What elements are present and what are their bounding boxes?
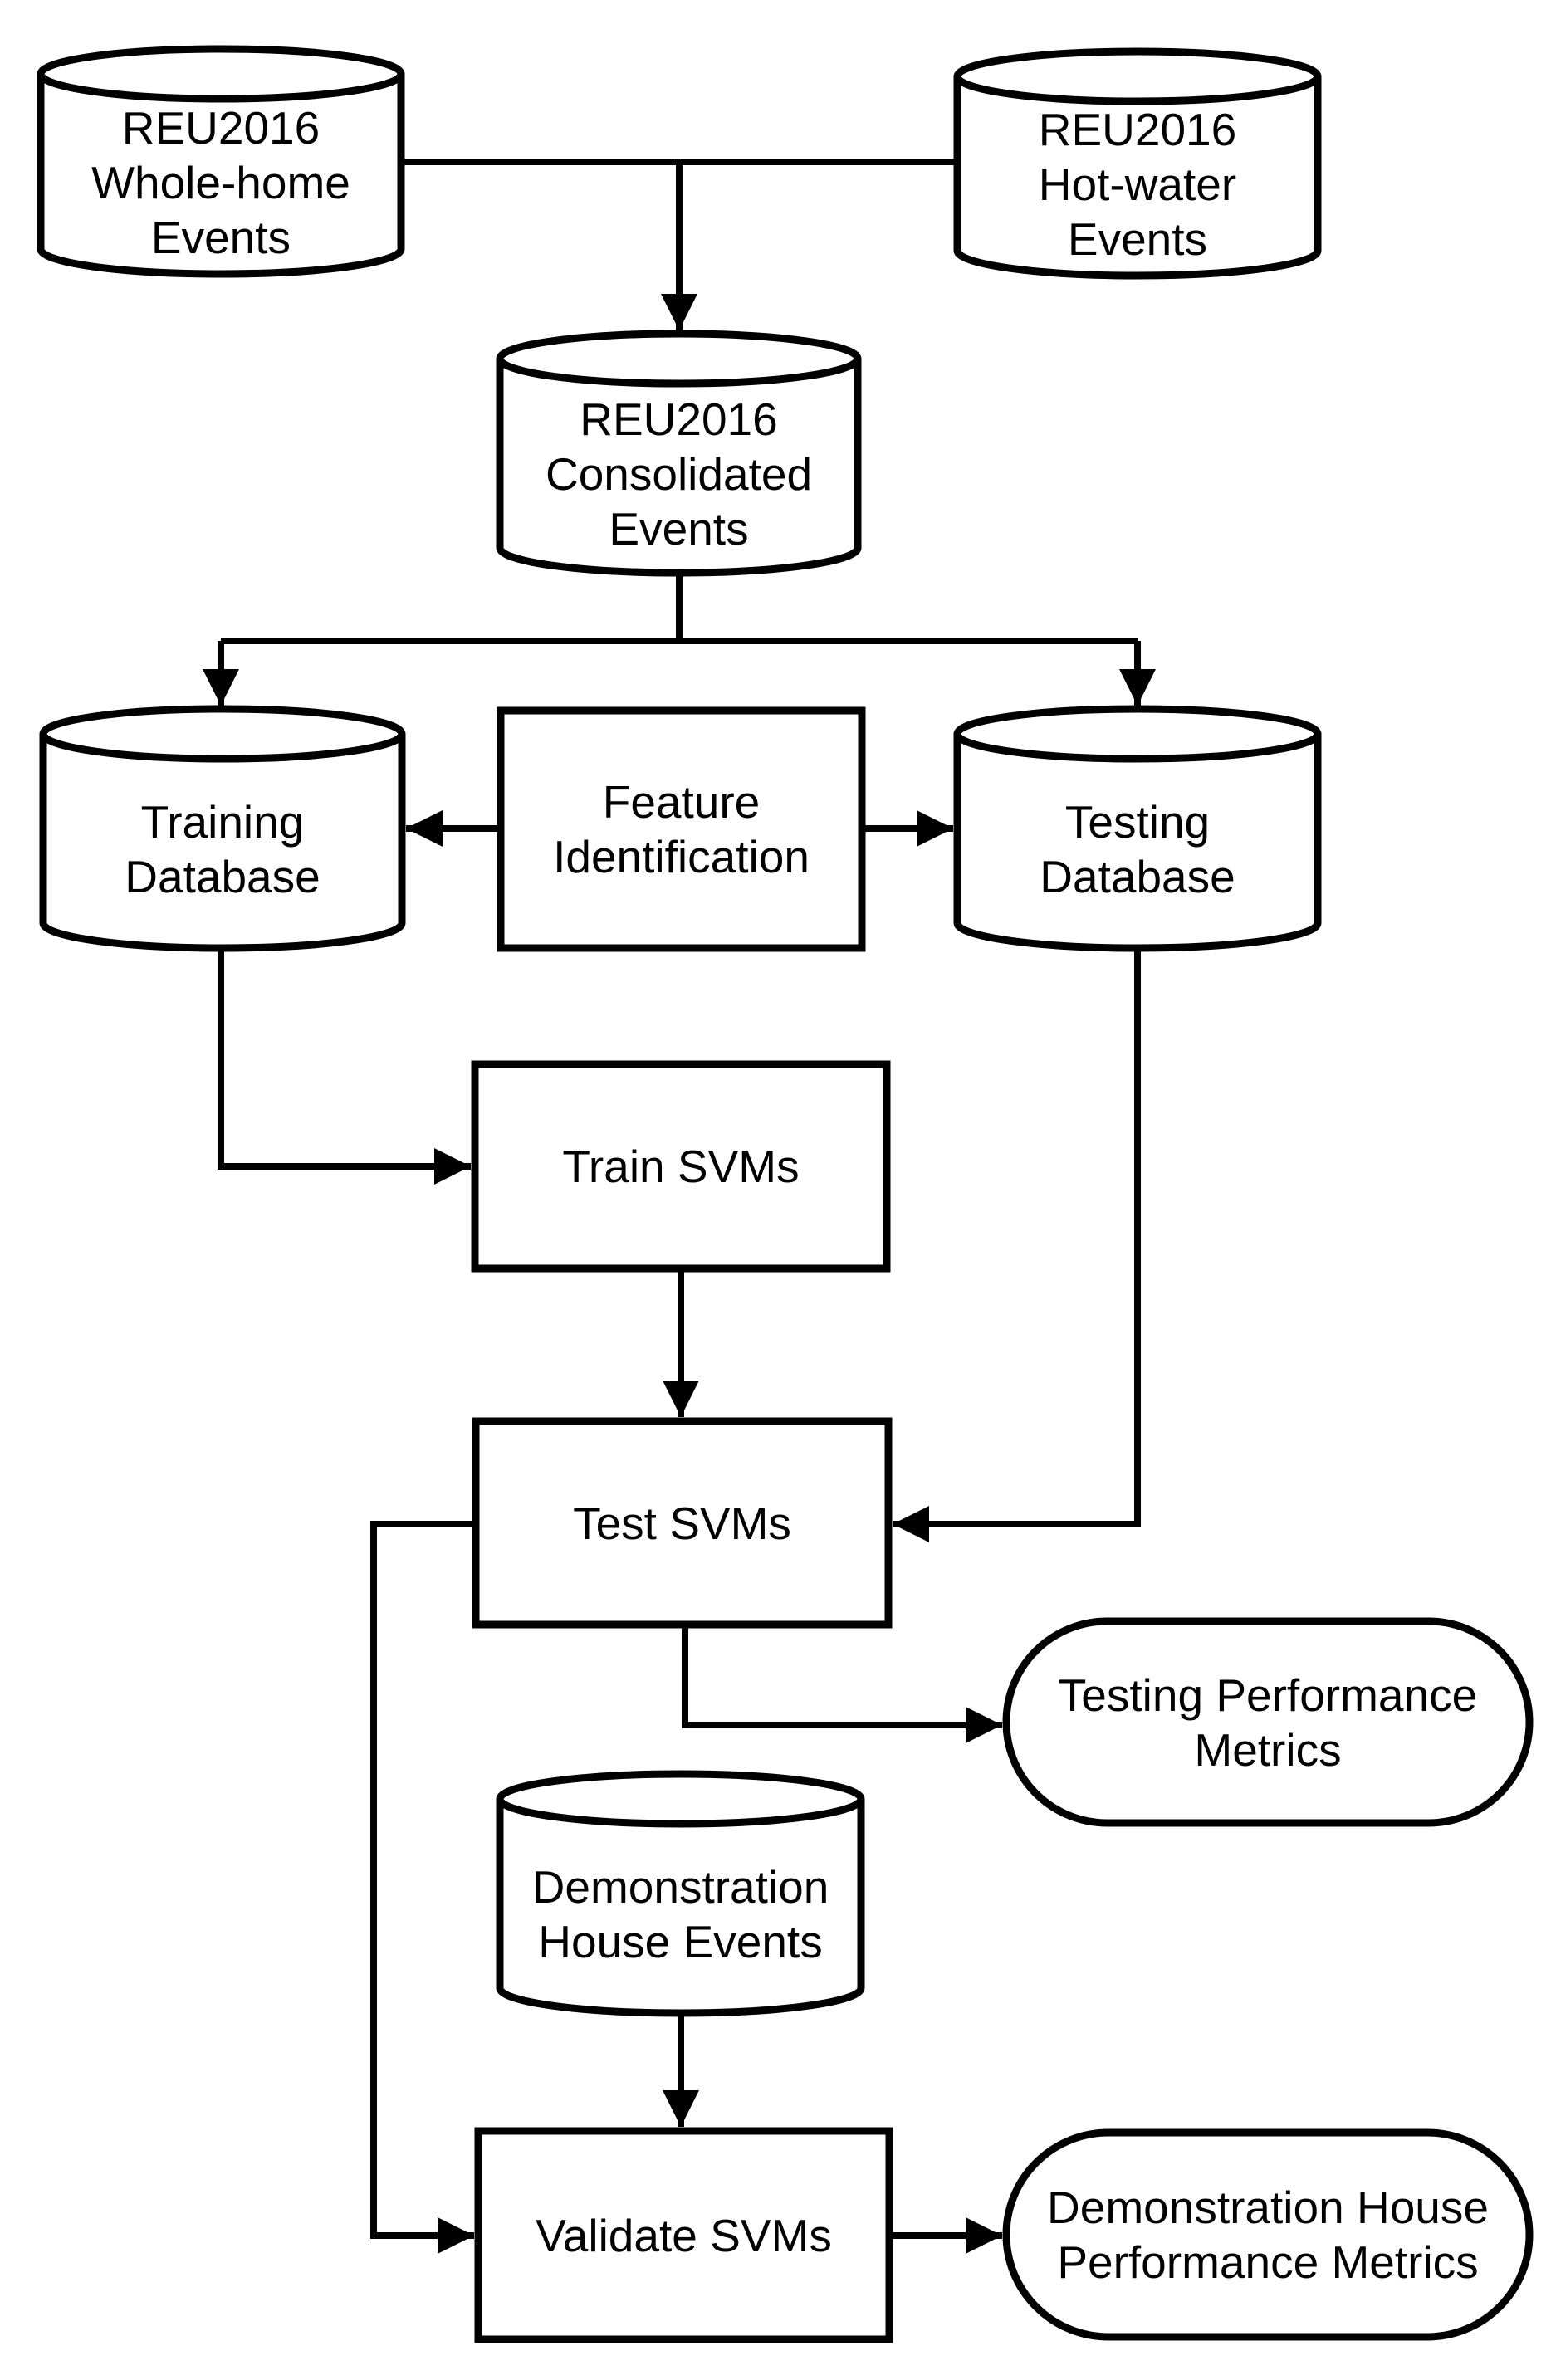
node-layer <box>37 45 1534 2343</box>
edge-testingdb-to-testsvms-arrow <box>893 948 1141 1542</box>
edge-testsvms-to-testingmetrics-arrow <box>682 1625 1002 1743</box>
train-svms-box-shape <box>471 1060 891 1273</box>
test-svms-box-shape <box>472 1417 893 1629</box>
edge-testsvms-to-validate-arrow <box>370 1521 476 2254</box>
demonstration-house-performance-metrics-shape <box>1002 2128 1534 2341</box>
whole-home-events-db-shape <box>37 45 405 278</box>
edge-training-to-trainsvms-arrow <box>218 948 471 1185</box>
hot-water-events-db-shape <box>953 47 1322 280</box>
feature-identification-box-shape <box>497 706 866 952</box>
testing-database-shape <box>953 705 1322 952</box>
validate-svms-box-shape <box>474 2127 893 2343</box>
edge-layer <box>203 159 1156 2254</box>
training-database-shape <box>39 705 406 952</box>
edge-consolidated-branch <box>221 573 1138 644</box>
demonstration-house-events-db-shape <box>496 1770 865 2017</box>
testing-performance-metrics-shape <box>1002 1617 1534 1827</box>
consolidated-events-db-shape <box>496 330 862 577</box>
